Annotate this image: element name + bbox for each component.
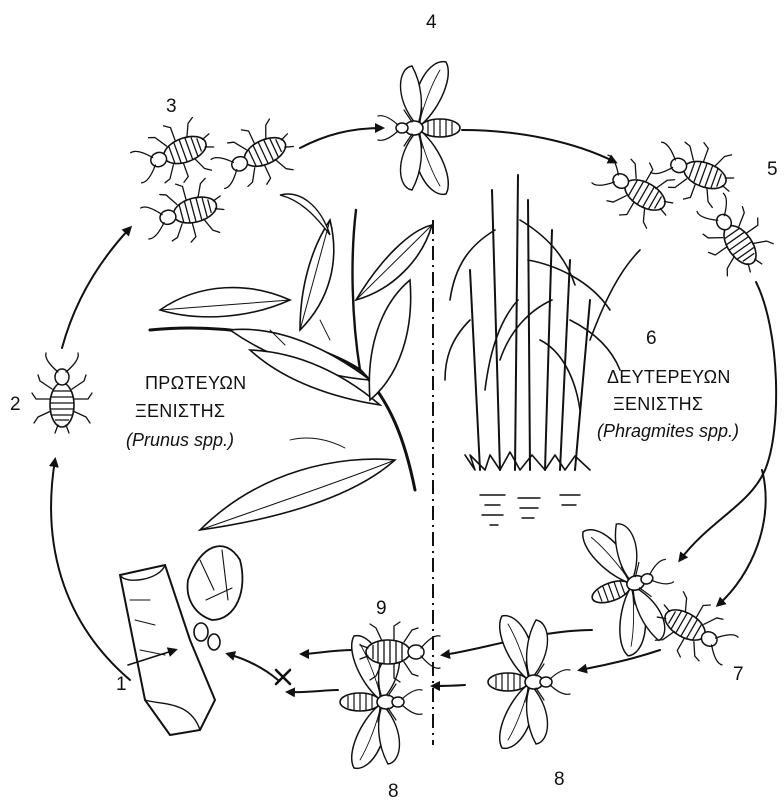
stage-3-aphid-colony	[126, 112, 303, 252]
stage-label-7: 7	[733, 664, 744, 685]
primary-host-line1: ΠΡΩΤΕΥΩΝ	[145, 373, 246, 393]
stage-label-9: 9	[376, 598, 387, 619]
stage-4-winged-migrant	[378, 62, 460, 195]
stage-label-6: 6	[646, 328, 657, 349]
stage-label-3: 3	[166, 96, 177, 117]
primary-host-species: (Prunus spp.)	[126, 430, 234, 450]
secondary-host-species: (Phragmites spp.)	[597, 421, 739, 441]
stage-label-8-right: 8	[554, 769, 565, 790]
stage-5-aphid-colony	[585, 129, 781, 285]
stage-label-4: 4	[426, 12, 437, 33]
stage-6-winged-return-migrant	[570, 508, 692, 661]
stage-2-aphid	[32, 353, 92, 433]
blocked-x-mark	[276, 670, 290, 684]
phragmites-reeds-illustration	[445, 175, 640, 525]
stage-label-1: 1	[116, 674, 127, 695]
prunus-branch-illustration	[150, 194, 432, 530]
secondary-host-line2: ΞΕΝΙΣΤΗΣ	[613, 394, 703, 414]
stage-label-8-left: 8	[388, 781, 399, 801]
primary-host-caption: ΠΡΩΤΕΥΩΝ ΞΕΝΙΣΤΗΣ (Prunus spp.)	[126, 373, 246, 450]
primary-host-line2: ΞΕΝΙΣΤΗΣ	[135, 401, 225, 421]
secondary-host-line1: ΔΕΥΤΕΡΕΥΩΝ	[607, 367, 731, 387]
stage-label-2: 2	[10, 394, 21, 415]
stage-1-egg-on-twig	[120, 546, 242, 735]
stage-8-winged-male-right	[488, 616, 570, 749]
stage-label-5: 5	[767, 159, 778, 180]
secondary-host-caption: ΔΕΥΤΕΡΕΥΩΝ ΞΕΝΙΣΤΗΣ (Phragmites spp.)	[597, 367, 739, 441]
